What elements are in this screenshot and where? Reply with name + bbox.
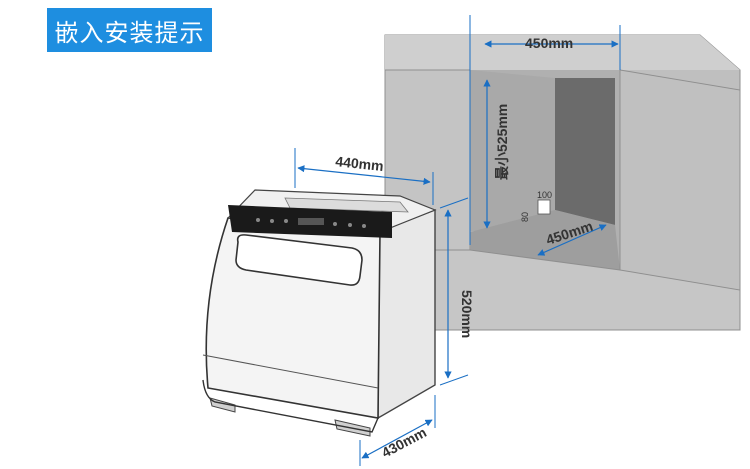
appliance-width-line bbox=[297, 165, 431, 185]
dishwasher bbox=[202, 189, 437, 437]
cabinet-height-label: 最小525mm bbox=[494, 104, 510, 180]
appliance-depth-label: 430mm bbox=[379, 424, 429, 461]
page-title: 嵌入安装提示 bbox=[54, 18, 205, 47]
cutout-width-label: 100 bbox=[537, 190, 552, 200]
cabinet-back-wall bbox=[555, 78, 615, 225]
cutout-height-label: 80 bbox=[520, 212, 530, 222]
appliance-height-label: 520mm bbox=[459, 290, 475, 338]
cabinet-depth-line bbox=[537, 224, 607, 256]
cabinet-width-label: 450mm bbox=[525, 35, 573, 51]
cabinet bbox=[384, 34, 741, 331]
appliance-depth-line bbox=[361, 419, 433, 459]
display-window bbox=[298, 218, 324, 225]
door-handle bbox=[235, 234, 363, 286]
title-banner: 嵌入安装提示 bbox=[47, 8, 212, 52]
appliance-width-label: 440mm bbox=[335, 153, 385, 174]
countertop bbox=[385, 35, 740, 70]
cutout-hole bbox=[537, 199, 551, 215]
